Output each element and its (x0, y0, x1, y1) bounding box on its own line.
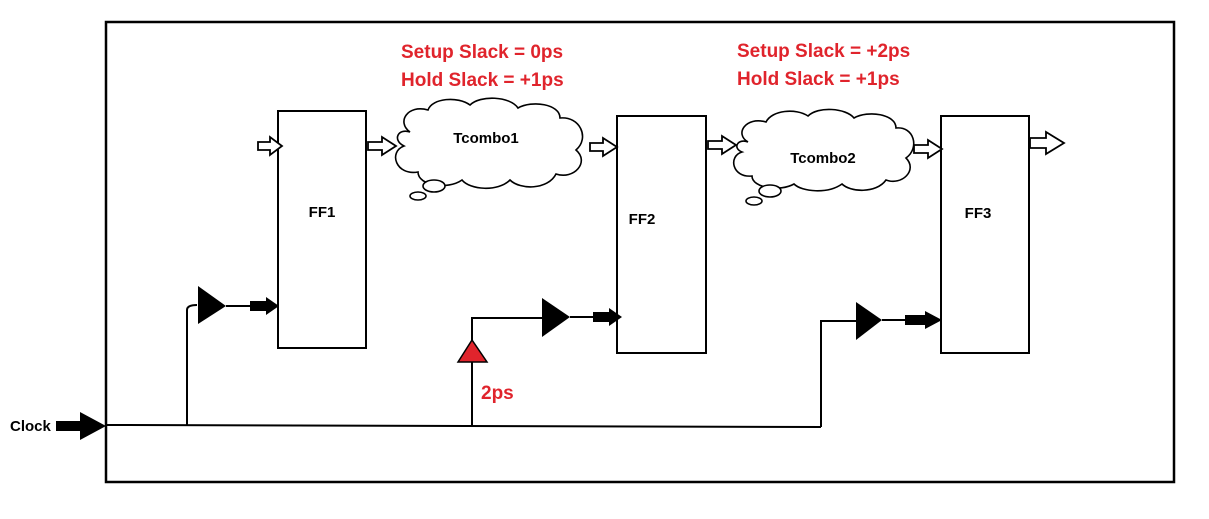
stage2-setup-slack: Setup Slack = +2ps (737, 41, 910, 62)
ff2-data-in-arrow (589, 136, 619, 158)
ff3-clock-buffer (856, 302, 882, 340)
ff1-data-in-arrow (257, 135, 284, 157)
ff3-clock-pin-arrow (905, 311, 942, 329)
ff1-box (277, 110, 367, 349)
ff2-box (616, 115, 707, 354)
ff1-data-out-arrow (367, 135, 398, 157)
ff2-clock-buffer (542, 298, 570, 337)
delay-label: 2ps (481, 383, 514, 404)
tcombo1-cloud (394, 97, 584, 201)
clock-network (105, 304, 906, 428)
clock-label: Clock (10, 418, 52, 435)
ff3-data-out-arrow (1029, 130, 1066, 156)
ff1-label: FF1 (309, 204, 336, 221)
stage1-setup-slack: Setup Slack = 0ps (401, 42, 563, 63)
ff3-box (940, 115, 1030, 354)
stage2-hold-slack: Hold Slack = +1ps (737, 69, 900, 90)
ff1-clock-pin-arrow (250, 297, 279, 315)
ff2-clock-pin-arrow (593, 308, 622, 326)
ff3-label: FF3 (965, 205, 992, 222)
ff1-clock-buffer (198, 286, 226, 324)
ff2-label: FF2 (629, 211, 656, 228)
tcombo2-label: Tcombo2 (790, 150, 856, 167)
delay-element-icon (456, 338, 489, 363)
ff2-data-out-arrow (707, 134, 738, 156)
design-boundary (104, 20, 1176, 484)
tcombo1-label: Tcombo1 (453, 130, 519, 147)
stage1-hold-slack: Hold Slack = +1ps (401, 70, 564, 91)
ff3-data-in-arrow (913, 138, 944, 160)
clock-input-arrow (56, 412, 106, 440)
tcombo2-cloud (732, 108, 915, 206)
